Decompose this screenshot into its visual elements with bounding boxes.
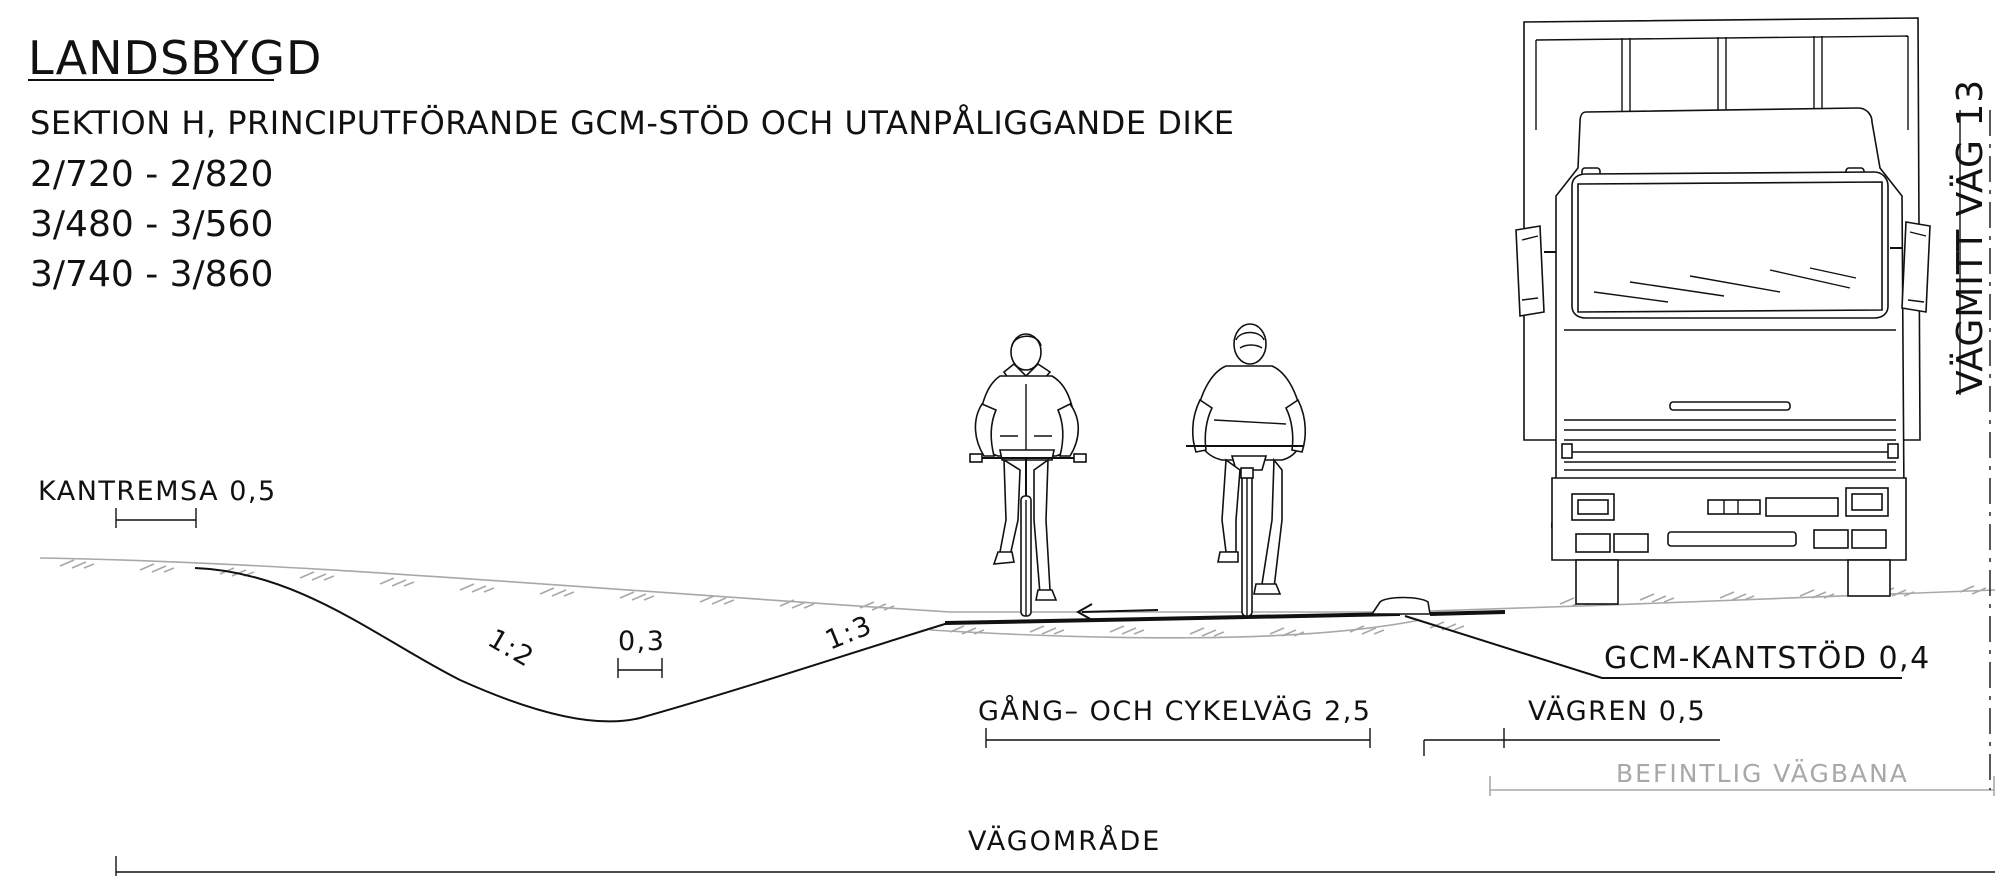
ditch-bottom-dimension: 0,3 <box>617 626 665 678</box>
kantremsa-label: KANTREMSA 0,5 <box>38 476 277 507</box>
ground-hatch <box>59 559 1987 639</box>
curb-stone <box>1370 596 1431 615</box>
gc-path-label: GÅNG– OCH CYKELVÄG 2,5 <box>978 695 1371 727</box>
vagren-dimension: VÄGREN 0,5 <box>1423 695 1720 756</box>
vagomrade-label: VÄGOMRÅDE <box>968 825 1161 857</box>
existing-ground-line <box>39 557 1996 613</box>
road-edge <box>1429 610 1506 616</box>
chainage-3: 3/740 - 3/860 <box>30 254 273 295</box>
befintlig-vagbana-dimension: BEFINTLIG VÄGBANA <box>1489 759 1995 796</box>
terrain <box>39 557 1996 723</box>
vagomrade-dimension: VÄGOMRÅDE <box>115 825 1995 876</box>
kantstod-leader <box>1404 615 1902 679</box>
truck-icon <box>1515 17 1931 605</box>
chainage-1: 2/720 - 2/820 <box>30 154 273 195</box>
road-centerline: VÄGMITT VÄG 13 <box>1949 79 1991 790</box>
befintlig-label: BEFINTLIG VÄGBANA <box>1616 759 1909 788</box>
ditch-profile <box>194 567 961 723</box>
cyclist-front-icon <box>969 333 1087 617</box>
kantremsa-dimension: KANTREMSA 0,5 <box>38 476 277 528</box>
slope-left-label: 1:2 <box>483 623 540 674</box>
drawing-subtitle: SEKTION H, PRINCIPUTFÖRANDE GCM-STÖD OCH… <box>30 104 1234 142</box>
gc-path-dimension: GÅNG– OCH CYKELVÄG 2,5 <box>978 695 1371 748</box>
cyclist-back-icon <box>1186 323 1307 617</box>
vagren-label: VÄGREN 0,5 <box>1528 695 1706 727</box>
drawing-title: LANDSBYGD <box>28 31 322 85</box>
kantstod-label: GCM-KANTSTÖD 0,4 <box>1604 640 1931 676</box>
gc-path-surface <box>944 612 1401 625</box>
ditch-bottom-label: 0,3 <box>618 626 665 657</box>
arrow-left-icon <box>1075 603 1159 621</box>
vagmitt-label: VÄGMITT VÄG 13 <box>1949 79 1991 395</box>
slope-right-label: 1:3 <box>821 610 877 657</box>
chainage-2: 3/480 - 3/560 <box>30 204 273 245</box>
